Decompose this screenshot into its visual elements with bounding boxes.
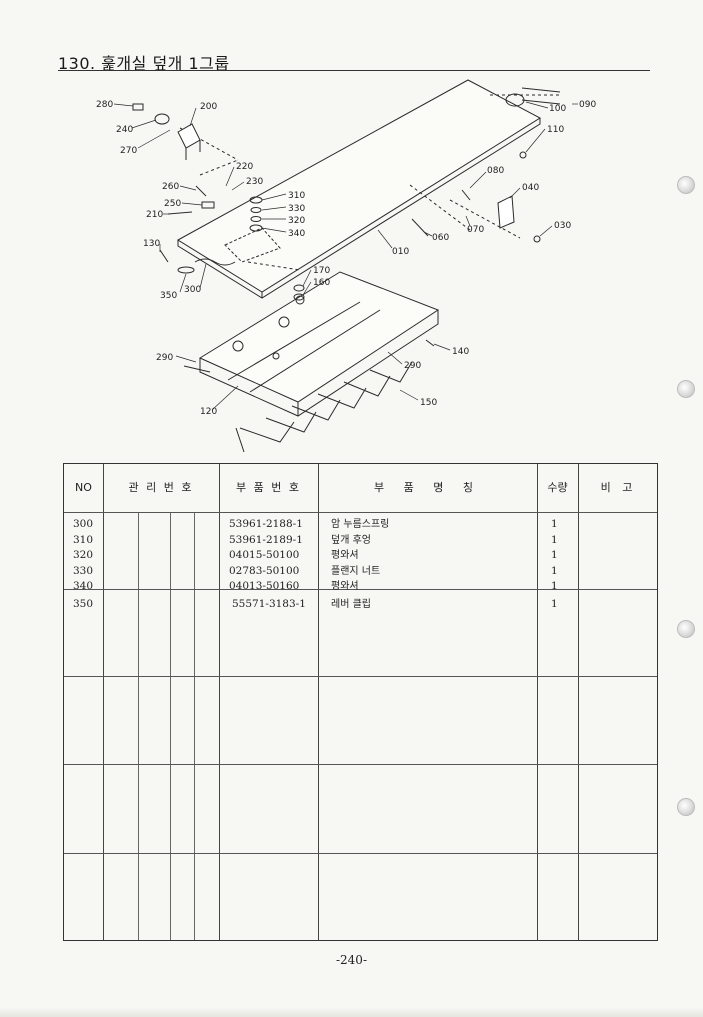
- header-management-number: 관 리 번 호: [128, 481, 194, 494]
- table-cell-no: 350: [73, 598, 94, 610]
- group1-part-name-column: 암 누름스프링 덮개 후엉 평와셔 플랜지 너트 평와셔: [331, 517, 389, 595]
- label-140: 140: [452, 347, 469, 357]
- label-030: 030: [554, 221, 571, 231]
- table-cell-part-number: 53961-2188-1: [229, 518, 303, 530]
- table-cell-part-name: 플랜지 너트: [331, 565, 381, 577]
- label-250: 250: [164, 199, 181, 209]
- table-cell-part-number: 53961-2189-1: [229, 533, 303, 546]
- table-cell-part-number: 55571-3183-1: [232, 598, 306, 610]
- page-number: -240-: [335, 953, 367, 967]
- group2-quantity-column: 1: [551, 597, 558, 613]
- group1-no-column: 300 310 320 330 340: [73, 517, 93, 595]
- header-part-name: 부 품 명 칭: [374, 481, 481, 494]
- group1-quantity-column: 1 1 1 1 1: [551, 517, 558, 595]
- label-340: 340: [288, 229, 305, 239]
- header-part-number: 부 품 번 호: [236, 481, 301, 494]
- label-060: 060: [432, 233, 449, 243]
- table-cell-part-name: 레버 클립: [331, 599, 371, 610]
- label-300: 300: [184, 285, 201, 295]
- group1-part-number-column: 53961-2188-1 53961-2189-1 04015-50100 02…: [229, 517, 303, 595]
- label-100: 100: [549, 104, 566, 114]
- punch-hole-1: [677, 176, 695, 194]
- punch-hole-2: [677, 380, 695, 398]
- label-310: 310: [288, 191, 305, 201]
- table-cell-part-number: 04015-50100: [229, 549, 300, 561]
- label-290-right: 290: [404, 361, 421, 371]
- lower-frame: [198, 271, 440, 403]
- table-cell-part-name: 평와셔: [331, 550, 359, 561]
- scan-edge: [0, 1007, 703, 1017]
- punch-hole-4: [677, 798, 695, 816]
- header-remark: 비 고: [600, 481, 637, 494]
- table-cell-part-name: 평와셔: [331, 581, 359, 592]
- table-cell-part-number: 04013-50160: [229, 580, 300, 592]
- page-title: 130. 훑개실 덮개 1그룹: [58, 54, 230, 73]
- label-080: 080: [487, 166, 504, 176]
- header-quantity: 수량: [547, 481, 568, 494]
- label-220: 220: [236, 162, 253, 172]
- table-cell-quantity: 1: [551, 533, 558, 546]
- label-040: 040: [522, 183, 539, 193]
- label-350: 350: [160, 291, 177, 301]
- label-320: 320: [288, 216, 305, 226]
- table-cell-no: 340: [73, 580, 94, 592]
- label-010: 010: [392, 247, 409, 257]
- table-cell-quantity: 1: [551, 564, 558, 577]
- label-260: 260: [162, 182, 179, 192]
- label-230: 230: [246, 177, 263, 187]
- label-210: 210: [146, 210, 163, 220]
- group2-part-name-column: 레버 클립: [331, 597, 371, 613]
- label-070: 070: [467, 225, 484, 235]
- label-160: 160: [313, 278, 330, 288]
- table-cell-part-name: 덮개 후엉: [331, 534, 371, 546]
- table-cell-quantity: 1: [551, 598, 558, 610]
- title-underline: [58, 70, 650, 71]
- table-cell-part-number: 02783-50100: [229, 564, 300, 577]
- group2-no-column: 350: [73, 597, 93, 613]
- label-120: 120: [200, 407, 217, 417]
- exploded-parts-diagram: 280 240 270 200 220 230 260 250 210 130 …: [96, 79, 596, 453]
- label-110: 110: [547, 125, 564, 135]
- header-no: NO: [75, 481, 92, 494]
- label-090: 090: [579, 100, 596, 110]
- table-cell-quantity: 1: [551, 518, 558, 530]
- label-200: 200: [200, 102, 217, 112]
- label-330: 330: [288, 204, 305, 214]
- table-cell-quantity: 1: [551, 580, 558, 592]
- group2-part-number-column: 55571-3183-1: [232, 597, 306, 613]
- label-130: 130: [143, 239, 160, 249]
- label-240: 240: [116, 125, 133, 135]
- table-cell-no: 310: [73, 533, 94, 546]
- label-290-left: 290: [156, 353, 173, 363]
- table-cell-part-name: 암 누름스프링: [331, 519, 390, 530]
- label-150: 150: [420, 398, 437, 408]
- label-270: 270: [120, 146, 137, 156]
- cover-plate: [177, 79, 542, 293]
- parts-table: NO 관 리 번 호 부 품 번 호 부 품 명 칭 수량 비 고 300 31…: [63, 463, 658, 941]
- table-cell-no: 330: [73, 564, 94, 577]
- label-170: 170: [313, 266, 330, 276]
- table-cell-no: 320: [73, 549, 94, 561]
- punch-hole-3: [677, 620, 695, 638]
- table-cell-no: 300: [73, 518, 94, 530]
- label-280: 280: [96, 100, 113, 110]
- table-cell-quantity: 1: [551, 549, 558, 561]
